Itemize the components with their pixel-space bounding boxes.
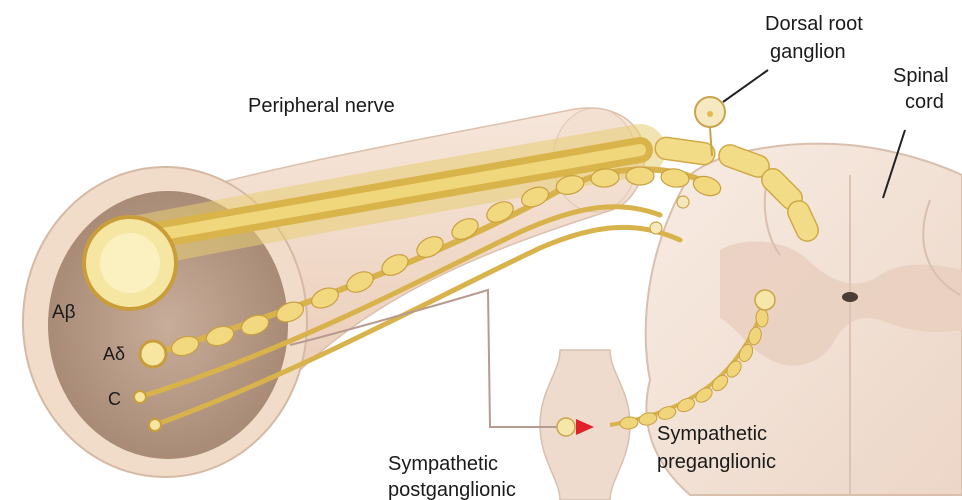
central-canal (842, 292, 858, 302)
label-spinal-line2: cord (905, 91, 944, 113)
label-c-fiber: C (108, 389, 121, 409)
label-dorsal-root-line1: Dorsal root (765, 13, 863, 35)
label-symp-pre-line1: Sympathetic (657, 423, 767, 445)
label-symp-post-line2: postganglionic (388, 479, 516, 500)
label-symp-post-line1: Sympathetic (388, 453, 498, 475)
label-a-delta: Aδ (103, 344, 125, 364)
a-delta-cross-section (140, 341, 166, 367)
drg-leader-line (723, 70, 768, 102)
label-a-beta: Aβ (52, 302, 76, 323)
label-spinal-line1: Spinal (893, 65, 949, 87)
ganglion-cell-body (557, 418, 575, 436)
label-dorsal-root-line2: ganglion (770, 41, 846, 63)
label-peripheral-nerve: Peripheral nerve (248, 95, 395, 117)
label-symp-pre-line2: preganglionic (657, 451, 776, 473)
